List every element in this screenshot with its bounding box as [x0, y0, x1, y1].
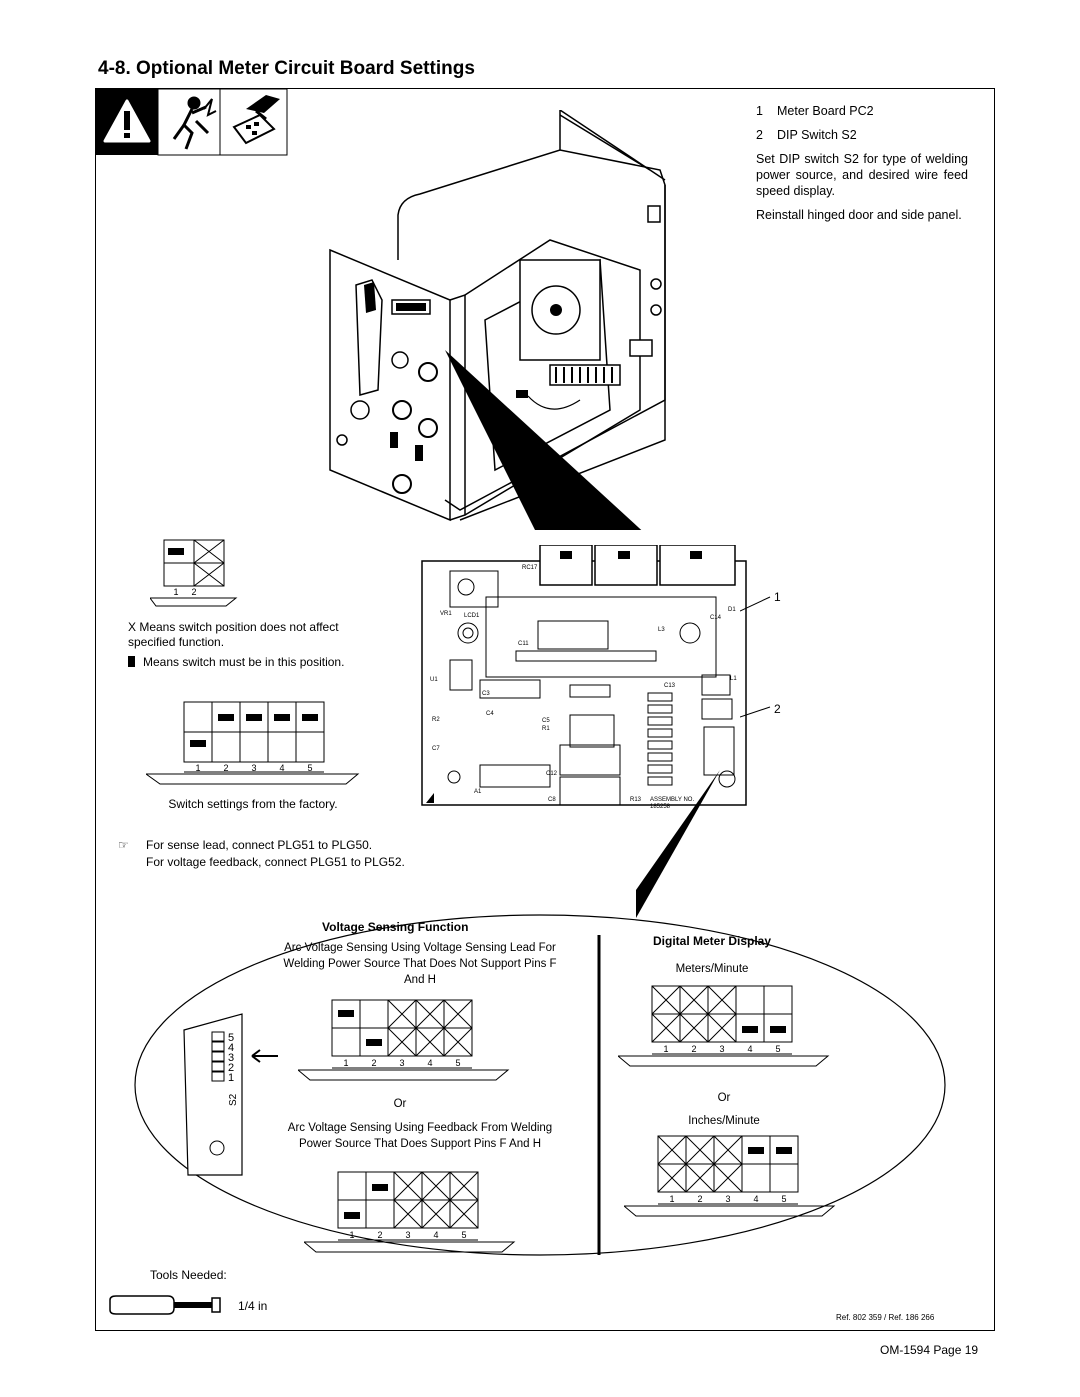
content-frame — [95, 88, 995, 1331]
legend-switch-grid: 1 2 — [150, 539, 238, 607]
svg-text:3: 3 — [399, 1058, 404, 1068]
digital-meter-heading: Digital Meter Display — [652, 934, 772, 948]
svg-text:4: 4 — [228, 1042, 234, 1054]
svg-text:2: 2 — [691, 1044, 696, 1054]
svg-text:D1: D1 — [728, 607, 736, 613]
switch-number: 4 — [279, 763, 284, 773]
callout-item: 1 Meter Board PC2 — [756, 104, 874, 118]
svg-text:5: 5 — [461, 1230, 466, 1240]
voltage-option1-switch-grid: 1 2 3 4 5 — [298, 999, 510, 1081]
switch-number: 2 — [191, 587, 196, 597]
svg-text:1: 1 — [343, 1058, 348, 1068]
svg-text:3: 3 — [719, 1044, 724, 1054]
svg-text:1: 1 — [663, 1044, 668, 1054]
svg-text:L1: L1 — [730, 676, 737, 682]
callout-leaders: 1 2 — [740, 590, 781, 718]
assembly-label: ASSEMBLY NO. — [650, 797, 694, 803]
voltage-option2-switch-grid: 1 2 3 4 5 — [304, 1171, 516, 1253]
switch-number: 3 — [251, 763, 256, 773]
svg-text:1: 1 — [669, 1194, 674, 1204]
svg-text:4: 4 — [433, 1230, 438, 1240]
svg-text:3: 3 — [725, 1194, 730, 1204]
safety-symbols — [96, 89, 288, 156]
note-block: ☞For sense lead, connect PLG51 to PLG50.… — [118, 838, 405, 869]
svg-text:C8: C8 — [548, 797, 556, 803]
svg-text:RC17: RC17 — [522, 565, 538, 571]
callout-number: 1 — [774, 590, 781, 604]
page-footer: OM-1594 Page 19 — [880, 1343, 979, 1357]
svg-text:3: 3 — [405, 1230, 410, 1240]
pointing-hand-icon: ☞ — [118, 838, 129, 852]
svg-text:C14: C14 — [710, 615, 722, 621]
callout-number: 2 — [774, 702, 781, 716]
svg-text:2: 2 — [377, 1230, 382, 1240]
arrow-left-icon — [251, 1049, 278, 1063]
or-label: Or — [717, 1092, 731, 1104]
switch-number: 5 — [307, 763, 312, 773]
voltage-sensing-heading: Voltage Sensing Function — [322, 920, 469, 934]
svg-text:4: 4 — [753, 1194, 758, 1204]
instruction-paragraph: Reinstall hinged door and side panel. — [756, 208, 962, 222]
svg-text:LCD1: LCD1 — [464, 613, 480, 619]
svg-text:R2: R2 — [432, 717, 440, 723]
svg-text:U1: U1 — [430, 677, 438, 683]
svg-text:VR1: VR1 — [440, 611, 452, 617]
svg-text:1: 1 — [228, 1072, 234, 1084]
svg-text:5: 5 — [455, 1058, 460, 1068]
reference-numbers: Ref. 802 359 / Ref. 186 266 — [836, 1313, 935, 1322]
svg-text:L3: L3 — [658, 627, 665, 633]
switch-number: 1 — [173, 587, 178, 597]
screwdriver-icon — [109, 1295, 221, 1315]
svg-text:C12: C12 — [546, 771, 558, 777]
svg-text:C4: C4 — [486, 711, 494, 717]
svg-text:C5: C5 — [542, 718, 550, 724]
switch-number: 1 — [195, 763, 200, 773]
tools-label: Tools Needed: — [150, 1268, 227, 1282]
callout-item: 2 DIP Switch S2 — [756, 128, 857, 142]
inches-minute-label: Inches/Minute — [688, 1115, 760, 1127]
svg-text:R13: R13 — [630, 797, 642, 803]
svg-text:2: 2 — [371, 1058, 376, 1068]
svg-text:1: 1 — [349, 1230, 354, 1240]
switch-number: 2 — [223, 763, 228, 773]
svg-text:4: 4 — [427, 1058, 432, 1068]
tool-size: 1/4 in — [238, 1299, 268, 1313]
svg-text:5: 5 — [775, 1044, 780, 1054]
meter-board-pc2: ASSEMBLY NO. 185258 VR1 RC17 LCD1 C11 L3… — [421, 545, 747, 810]
svg-text:4: 4 — [747, 1044, 752, 1054]
page-title: 4-8. Optional Meter Circuit Board Settin… — [98, 58, 475, 79]
legend-box-row: Means switch must be in this position. — [128, 655, 388, 669]
svg-text:3: 3 — [228, 1052, 234, 1064]
voltage-option1-text: Arc Voltage Sensing Using Voltage Sensin… — [283, 942, 557, 986]
control-box-illustration — [329, 110, 666, 530]
svg-text:C3: C3 — [482, 691, 490, 697]
meters-minute-switch-grid: 1 2 3 4 5 — [618, 985, 830, 1067]
svg-text:C11: C11 — [518, 641, 529, 647]
instruction-paragraph: Set DIP switch S2 for type of welding po… — [756, 152, 968, 198]
svg-text:2: 2 — [697, 1194, 702, 1204]
meters-minute-label: Meters/Minute — [675, 963, 749, 975]
detail-wedge — [636, 770, 720, 918]
position-marker-icon — [128, 656, 135, 667]
assembly-number: 185258 — [650, 804, 671, 810]
svg-text:5: 5 — [228, 1032, 234, 1044]
callout-list: 1 Meter Board PC2 2 DIP Switch S2 Set DI… — [756, 103, 968, 223]
svg-text:C7: C7 — [432, 746, 440, 752]
factory-caption: Switch settings from the factory. — [168, 797, 338, 811]
s2-label: S2 — [228, 1093, 239, 1106]
or-label: Or — [393, 1098, 407, 1110]
svg-text:2: 2 — [228, 1062, 234, 1074]
svg-text:5: 5 — [781, 1194, 786, 1204]
settings-oval — [134, 914, 946, 1256]
svg-text:A1: A1 — [474, 789, 482, 795]
inches-minute-switch-grid: 1 2 3 4 5 — [624, 1135, 836, 1217]
svg-text:C13: C13 — [664, 683, 676, 689]
factory-switch-grid: 1 2 3 4 5 — [146, 701, 360, 785]
voltage-option2-text: Arc Voltage Sensing Using Feedback From … — [287, 1122, 553, 1150]
legend-x-text: X Means switch position does not affect … — [128, 620, 339, 649]
svg-text:R1: R1 — [542, 726, 550, 732]
dip-switch-s2-detail: 5 4 3 2 1 S2 — [183, 1013, 278, 1176]
